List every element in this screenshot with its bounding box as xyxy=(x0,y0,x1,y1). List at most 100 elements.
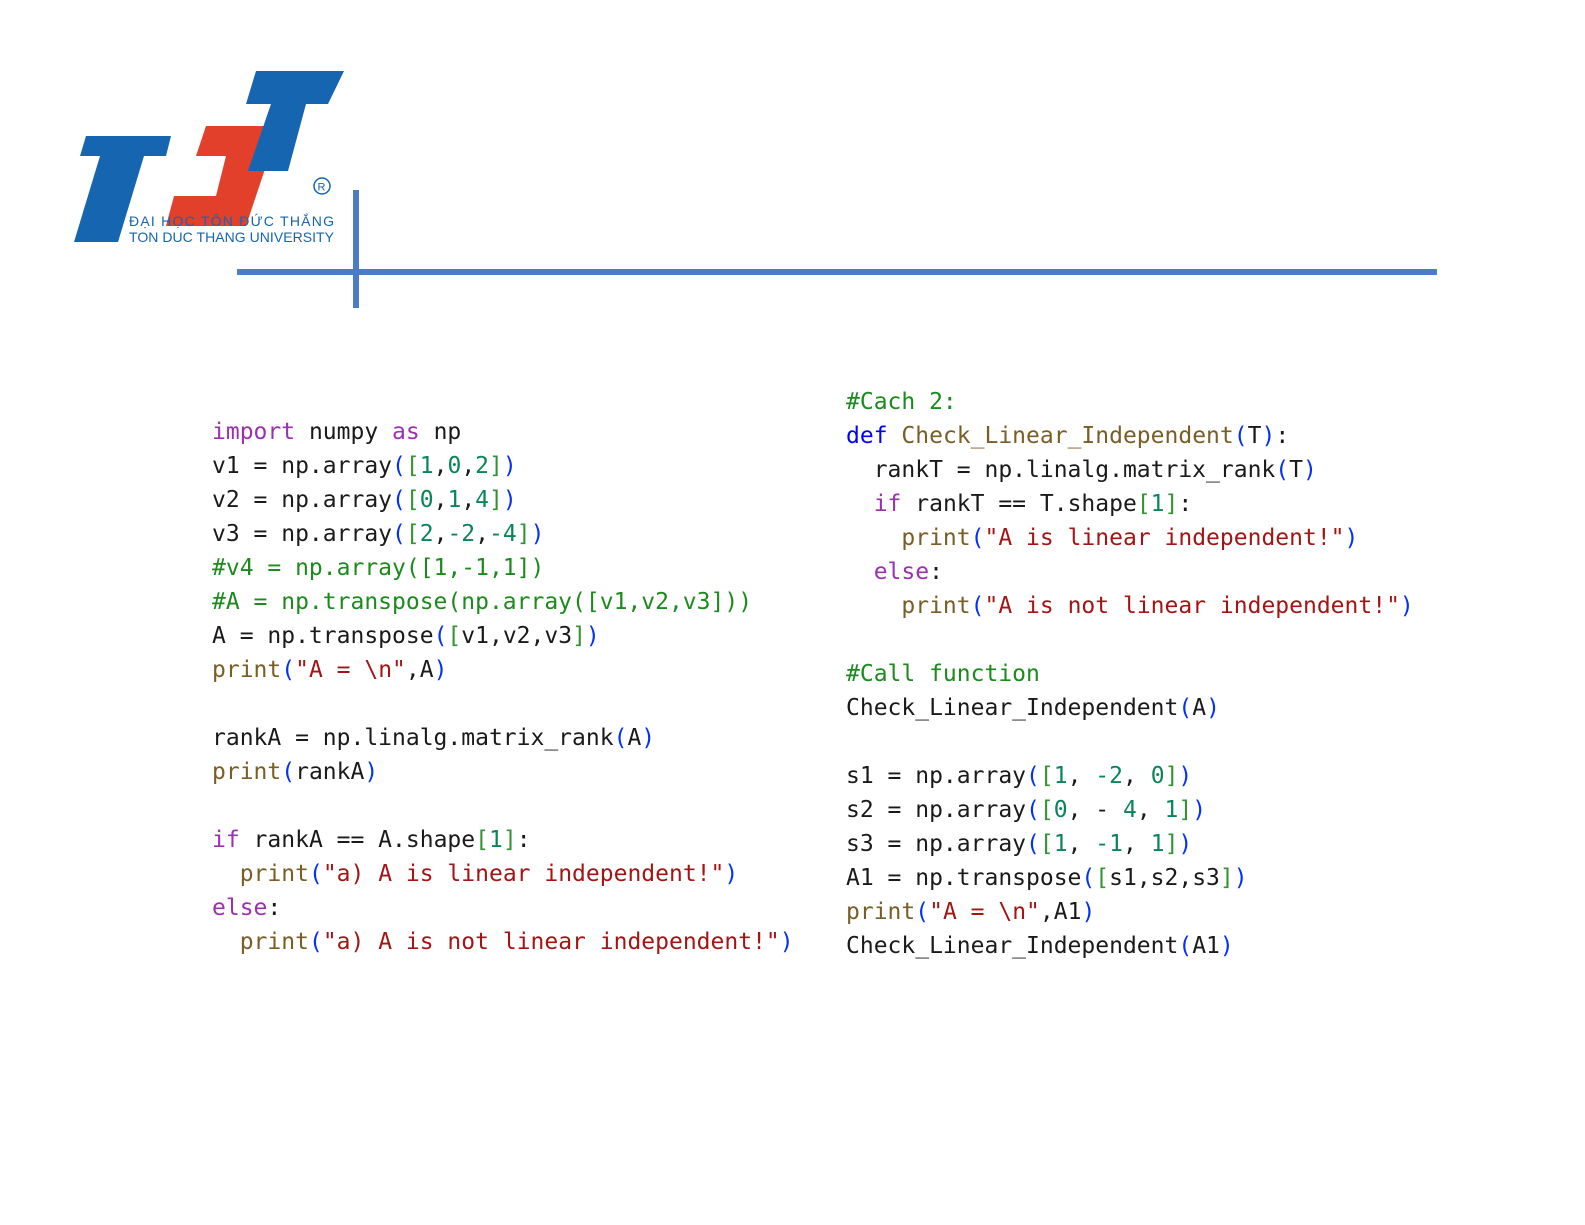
code-token-code-text: v3 = np.array xyxy=(212,521,393,547)
code-token-function-name: print xyxy=(212,759,282,785)
code-line: v3 = np.array([2,-2,-4]) xyxy=(212,517,794,551)
code-token-code-text: , - xyxy=(1067,797,1123,823)
code-token-keyword: def xyxy=(846,423,888,449)
code-line: if rankT == T.shape[1]: xyxy=(846,487,1414,521)
code-token-number: -1 xyxy=(1095,831,1123,857)
code-token-function-name: print xyxy=(901,593,971,619)
code-token-code-text: rankA == A.shape xyxy=(239,827,476,853)
code-line: Check_Linear_Independent(A1) xyxy=(846,929,1414,963)
code-token-function-name: print xyxy=(212,657,282,683)
code-block-right: #Cach 2:def Check_Linear_Independent(T):… xyxy=(846,385,1414,963)
code-token-number: -2 xyxy=(447,521,476,547)
code-line: v1 = np.array([1,0,2]) xyxy=(212,449,794,483)
code-token-code-text: s1,s2,s3 xyxy=(1109,865,1220,891)
code-line xyxy=(212,687,794,721)
code-token-number: 1 xyxy=(1150,831,1165,857)
code-token-number: 2 xyxy=(419,521,434,547)
code-line xyxy=(846,623,1414,657)
code-token-code-text: : xyxy=(1275,423,1290,449)
code-token-paren: ( xyxy=(1026,831,1040,857)
code-token-function-name: Check_Linear_Independent xyxy=(901,423,1234,449)
code-token-code-text: A1 xyxy=(1192,933,1220,959)
code-token-paren: ) xyxy=(1206,695,1220,721)
code-token-paren: ) xyxy=(585,623,600,649)
code-token-paren: ) xyxy=(1399,593,1414,619)
code-token-paren: ( xyxy=(308,929,323,955)
code-line: print("A = \n",A) xyxy=(212,653,794,687)
code-token-keyword: if xyxy=(212,827,240,853)
code-token-paren: ) xyxy=(1233,865,1248,891)
code-token-number: 0 xyxy=(447,453,462,479)
code-token-paren: ) xyxy=(1081,899,1096,925)
code-token-number: 1 xyxy=(1164,797,1179,823)
code-token-number: 1 xyxy=(419,453,434,479)
code-line: #A = np.transpose(np.array([v1,v2,v3])) xyxy=(212,585,794,619)
code-token-paren: ( xyxy=(1178,695,1193,721)
code-line: if rankA == A.shape[1]: xyxy=(212,823,794,857)
code-token-paren: ) xyxy=(502,487,517,513)
code-token-keyword: as xyxy=(392,419,420,445)
code-token-function-name: print xyxy=(901,525,971,551)
code-token-bracket: ] xyxy=(489,487,503,513)
tdt-logo-mark: R ĐẠI HỌC TÔN ĐỨC THẮNG TON DUC THANG UN… xyxy=(74,71,344,245)
code-token-code-text: , xyxy=(475,521,490,547)
code-token-paren: ( xyxy=(1178,933,1193,959)
code-token-number: -2 xyxy=(1095,763,1123,789)
code-line: else: xyxy=(846,555,1414,589)
code-token-bracket: ] xyxy=(1219,865,1234,891)
code-token-bracket: [ xyxy=(1095,865,1110,891)
code-token-code-text: rankA = np.linalg.matrix_rank xyxy=(212,725,614,751)
code-token-code-text: numpy xyxy=(295,419,393,445)
code-token-paren: ( xyxy=(1026,797,1040,823)
code-token-number: 1 xyxy=(1150,491,1165,517)
code-token-comment: #Cach 2: xyxy=(846,389,957,415)
code-token-paren: ( xyxy=(1026,763,1040,789)
code-token-code-text: s2 = np.array xyxy=(846,797,1027,823)
code-line: Check_Linear_Independent(A) xyxy=(846,691,1414,725)
code-token-code-text: v2 = np.array xyxy=(212,487,393,513)
code-token-bracket: [ xyxy=(1039,797,1054,823)
code-token-code-text: A1 = np.transpose xyxy=(846,865,1082,891)
code-line: v2 = np.array([0,1,4]) xyxy=(212,483,794,517)
code-token-code-text: rankT == T.shape xyxy=(901,491,1137,517)
code-token-code-text: np xyxy=(419,419,462,445)
code-token-keyword: else xyxy=(873,559,930,585)
code-token-code-text: : xyxy=(516,827,531,853)
code-token-paren: ) xyxy=(1219,933,1234,959)
code-token-code-text: v1,v2,v3 xyxy=(461,623,573,649)
code-token-number: 4 xyxy=(475,487,490,513)
code-token-bracket: [ xyxy=(447,623,462,649)
code-token-paren: ) xyxy=(1261,423,1276,449)
code-token-code-text: T xyxy=(1247,423,1262,449)
code-line: import numpy as np xyxy=(212,415,794,449)
code-token-number: 1 xyxy=(447,487,462,513)
code-token-paren: ) xyxy=(779,929,794,955)
code-token-code-text: , xyxy=(461,487,476,513)
code-token-paren: ( xyxy=(433,623,448,649)
code-token-keyword: import xyxy=(212,419,296,445)
code-line: def Check_Linear_Independent(T): xyxy=(846,419,1414,453)
code-token-bracket: ] xyxy=(1178,797,1193,823)
code-token-number: -4 xyxy=(489,521,517,547)
code-line: print("A = \n",A1) xyxy=(846,895,1414,929)
code-token-number: 1 xyxy=(1053,763,1068,789)
code-token-string: "a) A is not linear independent!" xyxy=(322,929,780,955)
code-token-code-text: v1 = np.array xyxy=(212,453,393,479)
code-token-code-text: ,A xyxy=(405,657,434,683)
code-token-comment: #Call function xyxy=(846,661,1040,687)
code-token-bracket: [ xyxy=(405,487,420,513)
code-token-paren: ( xyxy=(281,759,296,785)
code-token-paren: ( xyxy=(970,525,985,551)
code-token-paren: ( xyxy=(392,521,406,547)
code-token-paren: ( xyxy=(1275,457,1290,483)
code-line xyxy=(212,789,794,823)
code-token-bracket: [ xyxy=(1039,831,1054,857)
code-token-paren: ) xyxy=(1192,797,1207,823)
code-token-code-text: , xyxy=(1123,763,1151,789)
code-line: print("A is not linear independent!") xyxy=(846,589,1414,623)
code-token-code-text: A = np.transpose xyxy=(212,623,434,649)
code-token-number: 1 xyxy=(1053,831,1068,857)
code-token-paren: ( xyxy=(1081,865,1096,891)
code-token-paren: ( xyxy=(281,657,296,683)
